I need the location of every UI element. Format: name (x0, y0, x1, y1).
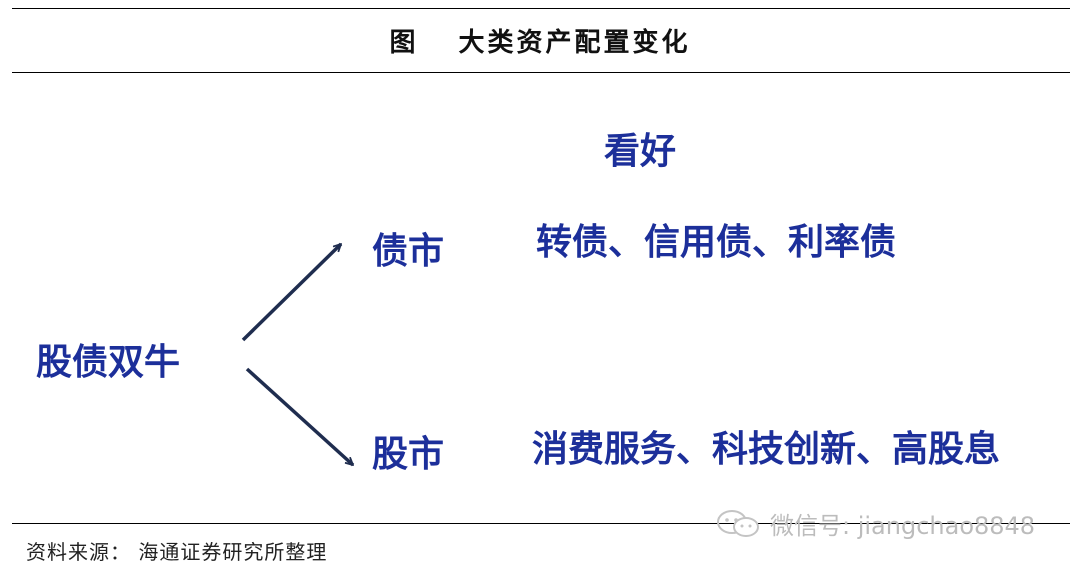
source-note: 资料来源： 海通证券研究所整理 (26, 540, 328, 564)
top-rule (12, 8, 1070, 9)
watermark-text: 微信号: jiangchao8848 (770, 512, 1036, 540)
branch-bond-outlook: 转债、信用债、利率债 (536, 221, 897, 263)
branch-stock-label: 股市 (372, 433, 445, 475)
figure-title: 图 大类资产配置变化 (0, 22, 1080, 59)
branch-bond-label: 债市 (372, 230, 445, 272)
root-node: 股债双牛 (36, 341, 181, 383)
figure-label: 图 (389, 28, 419, 58)
branch-stock-outlook: 消费服务、科技创新、高股息 (532, 428, 1001, 470)
wechat-watermark: 微信号: jiangchao8848 (716, 506, 1035, 541)
wechat-icon (717, 509, 759, 537)
arrow-to-bond (241, 244, 341, 342)
title-rule (12, 72, 1070, 73)
figure-title-text: 大类资产配置变化 (458, 28, 691, 58)
arrow-to-stock (245, 367, 353, 465)
bottom-rule (12, 523, 1070, 524)
outlook-header: 看好 (604, 130, 677, 172)
